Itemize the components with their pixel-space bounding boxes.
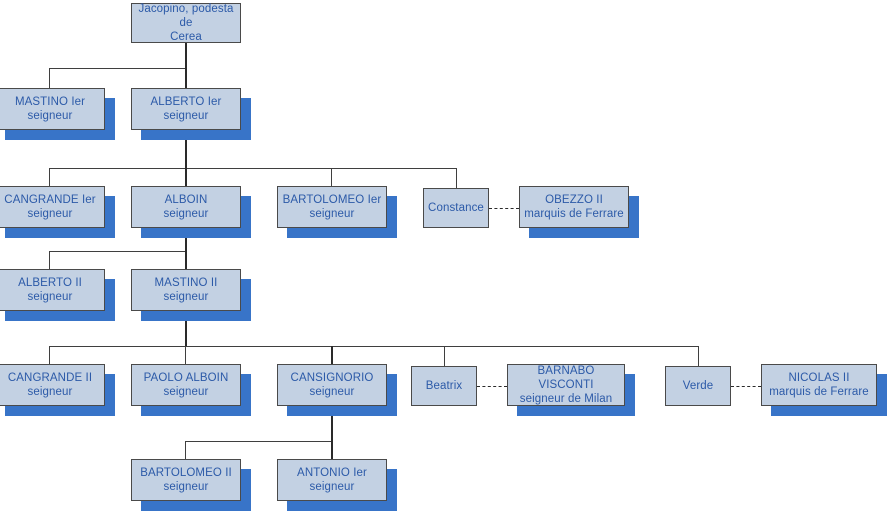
node-alberto1[interactable]: ALBERTO Ier seigneur (131, 88, 241, 130)
node-label-alberto1: ALBERTO Ier seigneur (150, 96, 222, 122)
node-label-mastino1: MASTINO Ier seigneur (14, 96, 86, 122)
connector-cansignorio-bus (185, 441, 332, 442)
connector-mastino2-bus (49, 346, 699, 347)
node-bartolomeo2[interactable]: BARTOLOMEO II seigneur (131, 459, 241, 501)
node-mastino2[interactable]: MASTINO II seigneur (131, 269, 241, 311)
node-label-alberto2: ALBERTO II seigneur (18, 277, 82, 303)
node-label-barnabo: BARNABO VISCONTI seigneur de Milan (519, 365, 613, 405)
node-label-obezzo2: OBEZZO II marquis de Ferrare (524, 194, 624, 220)
node-label-alboin: ALBOIN seigneur (163, 194, 209, 220)
connector-mastino2-stem (185, 311, 187, 346)
node-alboin[interactable]: ALBOIN seigneur (131, 186, 241, 228)
node-label-constance: Constance (428, 202, 484, 214)
connector-drop-cangrande2 (49, 346, 50, 364)
node-bartolomeo1[interactable]: BARTOLOMEO Ier seigneur (277, 186, 387, 228)
connector-alberto1-stem (185, 130, 187, 168)
connector-drop-verde (698, 346, 699, 366)
connector-drop-mastino1 (49, 68, 50, 88)
node-paolo[interactable]: PAOLO ALBOIN seigneur (131, 364, 241, 406)
node-label-jacopino: Jacopino, podesta de Cerea (138, 3, 234, 43)
connector-drop-beatrix (444, 346, 445, 366)
connector-drop-bartolomeo2 (185, 441, 186, 459)
node-nicolas2[interactable]: NICOLAS II marquis de Ferrare (761, 364, 877, 406)
connector-jacopino-stem (185, 43, 187, 68)
connector-drop-paolo (185, 346, 186, 364)
connector-drop-bartolomeo1 (331, 168, 332, 186)
connector-drop-alboin (185, 168, 187, 186)
node-label-cansignorio: CANSIGNORIO seigneur (290, 372, 374, 398)
connector-jacopino-bus (49, 68, 186, 69)
connector-cansignorio-stem (331, 406, 333, 441)
node-barnabo[interactable]: BARNABO VISCONTI seigneur de Milan (507, 364, 625, 406)
connector-drop-mastino2 (185, 251, 187, 269)
connector-alboin-stem (185, 228, 187, 251)
connector-drop-cansignorio (331, 346, 333, 364)
node-obezzo2[interactable]: OBEZZO II marquis de Ferrare (519, 186, 629, 228)
connector-drop-alberto2 (49, 251, 50, 269)
node-jacopino[interactable]: Jacopino, podesta de Cerea (131, 3, 241, 43)
node-cangrande1[interactable]: CANGRANDE Ier seigneur (0, 186, 105, 228)
node-cansignorio[interactable]: CANSIGNORIO seigneur (277, 364, 387, 406)
node-cangrande2[interactable]: CANGRANDE II seigneur (0, 364, 105, 406)
node-mastino1[interactable]: MASTINO Ier seigneur (0, 88, 105, 130)
node-alberto2[interactable]: ALBERTO II seigneur (0, 269, 105, 311)
connector-drop-cangrande1 (49, 168, 50, 186)
node-verde[interactable]: Verde (665, 366, 731, 406)
connector-drop-antonio1 (331, 441, 333, 459)
node-label-antonio1: ANTONIO Ier seigneur (297, 467, 367, 493)
connector-drop-alberto1 (185, 68, 187, 88)
node-label-bartolomeo1: BARTOLOMEO Ier seigneur (282, 194, 382, 220)
marriage-link-verde-nicolas2 (731, 386, 761, 387)
marriage-link-constance-obezzo2 (489, 208, 519, 209)
node-label-paolo: PAOLO ALBOIN seigneur (143, 372, 229, 398)
marriage-link-beatrix-barnabo (477, 386, 507, 387)
node-antonio1[interactable]: ANTONIO Ier seigneur (277, 459, 387, 501)
node-label-bartolomeo2: BARTOLOMEO II seigneur (140, 467, 232, 493)
connector-alberto1-bus (49, 168, 457, 169)
node-label-cangrande2: CANGRANDE II seigneur (7, 372, 93, 398)
node-beatrix[interactable]: Beatrix (411, 366, 477, 406)
node-label-beatrix: Beatrix (425, 380, 463, 392)
node-label-nicolas2: NICOLAS II marquis de Ferrare (769, 372, 869, 398)
connector-drop-constance (456, 168, 457, 188)
node-label-cangrande1: CANGRANDE Ier seigneur (4, 194, 96, 220)
node-label-mastino2: MASTINO II seigneur (154, 277, 218, 303)
node-constance[interactable]: Constance (423, 188, 489, 228)
connector-alboin-bus (49, 251, 186, 252)
node-label-verde: Verde (682, 380, 714, 392)
